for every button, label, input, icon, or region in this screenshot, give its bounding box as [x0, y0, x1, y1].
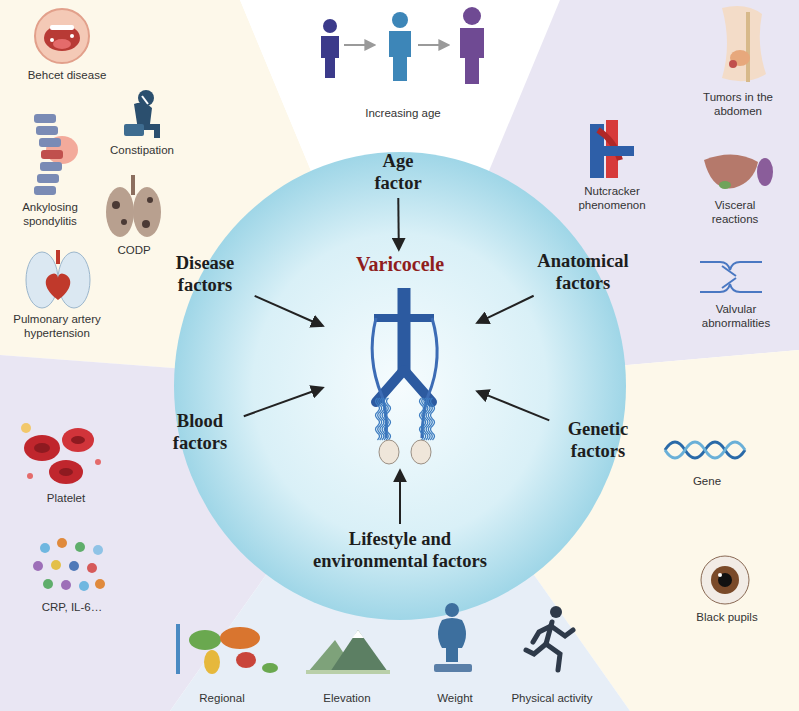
central-node: Varicocele [325, 252, 475, 468]
constipation-icon [124, 90, 160, 138]
icon-label: Regional [182, 691, 262, 705]
factor-text: Lifestyle and environmental factors [293, 528, 508, 572]
runner-icon [526, 606, 573, 670]
molecule-icon [33, 538, 105, 591]
factor-text: Age factor [358, 150, 438, 194]
icon-label: Physical activity [497, 691, 607, 705]
factor-label: Blood factors [160, 410, 240, 454]
factor-text: Anatomical factors [527, 250, 639, 294]
lungs-icon [106, 175, 161, 237]
icon-label: Nutcracker phenomenon [567, 184, 657, 212]
spine-icon [34, 114, 78, 195]
factor-label: Anatomical factors [527, 250, 639, 294]
icon-label: Elevation [307, 691, 387, 705]
factor-text: Genetic factors [553, 418, 643, 462]
factor-arrow [255, 296, 323, 326]
vein-illustration [372, 288, 437, 464]
icon-label: CRP, IL-6… [27, 600, 117, 614]
heart-lungs-icon [26, 250, 90, 308]
icon-label: CODP [104, 243, 164, 257]
icon-label: Behcet disease [12, 68, 122, 82]
central-title: Varicocele [325, 252, 475, 276]
plexus-vein [387, 398, 391, 440]
dna-icon [665, 442, 745, 458]
eye-icon [701, 556, 749, 604]
icon-label: Visceral reactions [694, 198, 776, 226]
icon-label: Increasing age [343, 106, 463, 120]
icon-label: Pulmonary artery hypertension [5, 312, 109, 340]
factor-arrow [244, 388, 322, 416]
torso-icon [722, 6, 766, 82]
factor-text: Blood factors [160, 410, 240, 454]
weight-icon [434, 603, 472, 672]
icon-label: Black pupils [682, 610, 772, 624]
mountain-icon [306, 630, 390, 674]
factor-arrow [478, 296, 534, 323]
factor-label: Genetic factors [553, 418, 643, 462]
factor-arrow [397, 198, 400, 249]
factor-label: Lifestyle and environmental factors [293, 528, 508, 572]
organ-icon [704, 154, 773, 189]
icon-label: Tumors in the abdomen [695, 90, 781, 118]
icon-label: Gene [677, 474, 737, 488]
icon-label: Constipation [97, 143, 187, 157]
icon-label: Platelet [26, 491, 106, 505]
nutcracker-icon [590, 120, 634, 178]
valve-icon [700, 262, 762, 292]
factor-arrow [399, 471, 401, 524]
plexus-vein [431, 398, 435, 440]
map-icon [176, 624, 278, 674]
platelet-icon [21, 423, 101, 484]
icon-label: Ankylosing spondylitis [9, 200, 91, 228]
age-icons [321, 7, 484, 84]
central-circle [174, 152, 626, 620]
icon-label: Weight [420, 691, 490, 705]
mouth-icon [35, 9, 89, 63]
factor-arrow [478, 391, 550, 420]
factor-text: Disease factors [159, 252, 251, 296]
factor-label: Age factor [358, 150, 438, 194]
factor-label: Disease factors [159, 252, 251, 296]
icon-label: Valvular abnormalities [690, 302, 782, 330]
